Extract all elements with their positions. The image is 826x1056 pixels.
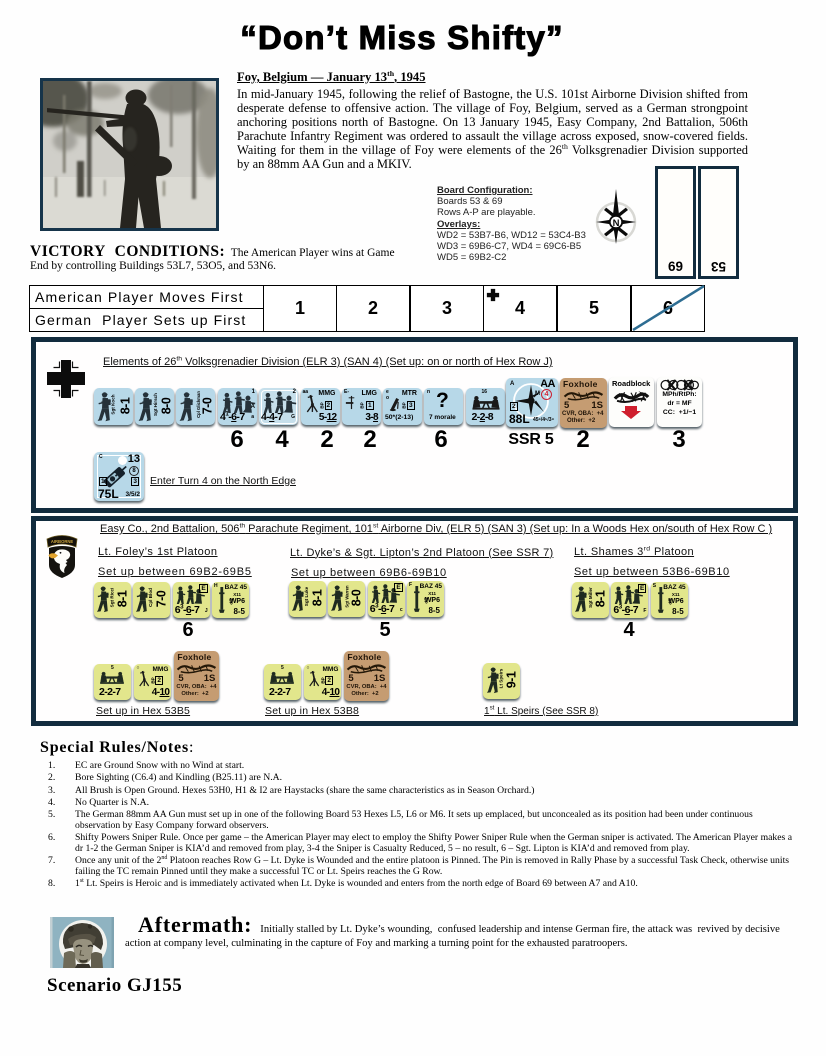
svg-text:N: N (613, 218, 620, 229)
svg-text:AIRBORNE: AIRBORNE (51, 539, 74, 544)
